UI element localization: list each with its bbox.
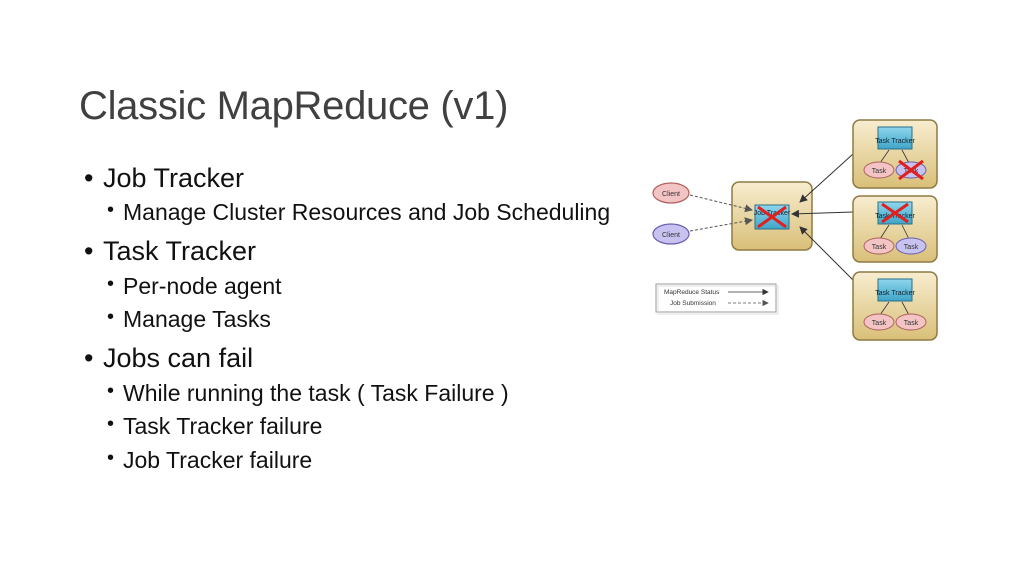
client-node-1: Client bbox=[652, 182, 690, 204]
task-tracker-node-2: Task Tracker Task Task bbox=[852, 195, 938, 263]
bullet-jobs-can-fail: Jobs can fail bbox=[84, 342, 644, 375]
bullet-group-jobs-can-fail: Jobs can fail While running the task ( T… bbox=[84, 342, 644, 473]
failure-x-icon bbox=[757, 205, 787, 229]
sub-bullet: Manage Cluster Resources and Job Schedul… bbox=[84, 200, 644, 225]
sub-bullet: Manage Tasks bbox=[84, 307, 644, 332]
failure-x-icon bbox=[881, 202, 909, 224]
sub-bullet: While running the task ( Task Failure ) bbox=[84, 380, 644, 406]
sub-bullet-list: While running the task ( Task Failure ) … bbox=[84, 380, 644, 473]
task-label: Task bbox=[872, 168, 887, 175]
job-tracker-node: Job Tracker bbox=[731, 181, 813, 251]
slide-title: Classic MapReduce (v1) bbox=[79, 84, 509, 128]
legend-submission-label: Job Submission bbox=[670, 300, 716, 307]
sub-bullet: Per-node agent bbox=[84, 273, 644, 299]
task-tracker-node-3: Task Tracker Task Task bbox=[852, 271, 938, 341]
client-label: Client bbox=[662, 191, 680, 198]
job-tracker-label: Job Tracker bbox=[754, 210, 791, 217]
task-tracker-label: Task Tracker bbox=[875, 138, 915, 145]
job-submission-arrow bbox=[689, 194, 753, 213]
failure-x-icon bbox=[898, 159, 924, 181]
status-arrow bbox=[799, 153, 854, 203]
sub-bullet: Task Tracker failure bbox=[84, 414, 644, 439]
sub-bullet-list: Manage Cluster Resources and Job Schedul… bbox=[84, 200, 644, 225]
bullet-task-tracker: Task Tracker bbox=[84, 235, 644, 268]
task-label: Task bbox=[904, 320, 919, 327]
task-tracker-label: Task Tracker bbox=[875, 290, 915, 297]
job-submission-arrow bbox=[689, 217, 753, 232]
task-tracker-node-1: Task Tracker Task Task bbox=[852, 119, 938, 189]
bullet-group-task-tracker: Task Tracker Per-node agent Manage Tasks bbox=[84, 235, 644, 332]
task-label: Task bbox=[904, 244, 919, 251]
status-arrow bbox=[791, 209, 854, 218]
status-arrow bbox=[799, 226, 854, 281]
legend-status-label: MapReduce Status bbox=[664, 289, 720, 296]
client-label: Client bbox=[662, 232, 680, 239]
task-label: Task bbox=[872, 320, 887, 327]
bullet-group-job-tracker: Job Tracker Manage Cluster Resources and… bbox=[84, 162, 644, 225]
legend: MapReduce Status Job Submission bbox=[655, 283, 779, 315]
bullet-list: Job Tracker Manage Cluster Resources and… bbox=[84, 162, 644, 483]
mapreduce-diagram: Job Tracker Client Client Task Tracker bbox=[652, 119, 938, 341]
task-label: Task bbox=[872, 244, 887, 251]
sub-bullet-list: Per-node agent Manage Tasks bbox=[84, 273, 644, 333]
bullet-job-tracker: Job Tracker bbox=[84, 162, 644, 195]
task-tracker-label: Task Tracker bbox=[875, 213, 915, 220]
sub-bullet: Job Tracker failure bbox=[84, 448, 644, 473]
client-node-2: Client bbox=[652, 223, 690, 245]
